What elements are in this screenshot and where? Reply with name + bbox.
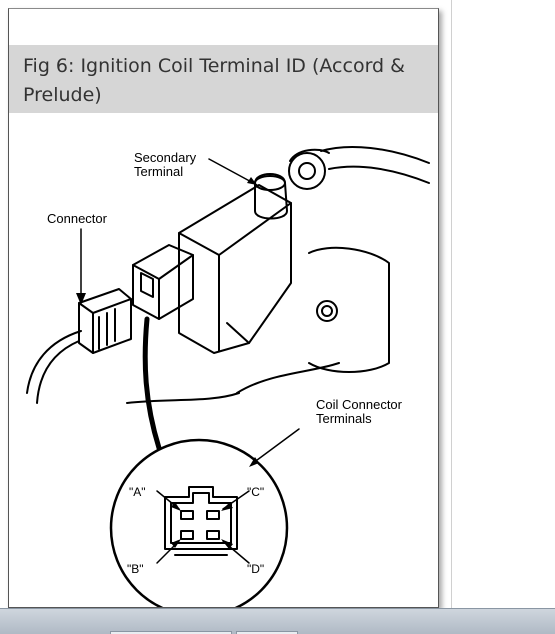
figure-caption: Fig 6: Ignition Coil Terminal ID (Accord…	[23, 55, 405, 106]
taskbar-button[interactable]	[236, 631, 298, 634]
label-terminal-a: "A"	[129, 485, 146, 499]
coil-wire	[320, 146, 430, 164]
engine-bracket	[308, 246, 390, 373]
zoom-callout	[142, 316, 162, 451]
wiring-harness	[26, 330, 82, 394]
caption-bar	[9, 45, 438, 113]
label-coil-connector-2: Terminals	[316, 411, 372, 426]
taskbar-button[interactable]	[110, 631, 232, 634]
wiring-connector	[78, 288, 132, 354]
secondary-terminal-tower	[254, 173, 288, 220]
coil-body	[178, 184, 292, 354]
figure-panel: Fig 6: Ignition Coil Terminal ID (Accord…	[8, 8, 439, 608]
leader-coil-connector	[252, 428, 300, 464]
label-secondary-terminal-2: Terminal	[134, 164, 183, 179]
label-coil-connector-1: Coil Connector	[316, 397, 403, 412]
taskbar	[0, 608, 555, 634]
label-terminal-c: "C"	[247, 485, 264, 499]
terminal-b-pin	[180, 530, 194, 540]
terminal-zoom-circle	[109, 438, 289, 607]
label-terminal-b: "B"	[127, 562, 144, 576]
coil-primary-socket	[132, 244, 194, 320]
terminal-c-pin	[206, 510, 220, 520]
window-divider	[451, 0, 452, 608]
label-secondary-terminal-1: Secondary	[134, 150, 197, 165]
label-terminal-d: "D"	[247, 562, 264, 576]
label-connector: Connector	[47, 211, 108, 226]
ignition-coil-diagram: Secondary Terminal Connector Coil Connec…	[26, 146, 430, 607]
terminal-a-pin	[180, 510, 194, 520]
connector-face	[164, 486, 238, 550]
wire-boot	[288, 152, 326, 190]
terminal-d-pin	[206, 530, 220, 540]
mount-bolt	[316, 300, 338, 322]
